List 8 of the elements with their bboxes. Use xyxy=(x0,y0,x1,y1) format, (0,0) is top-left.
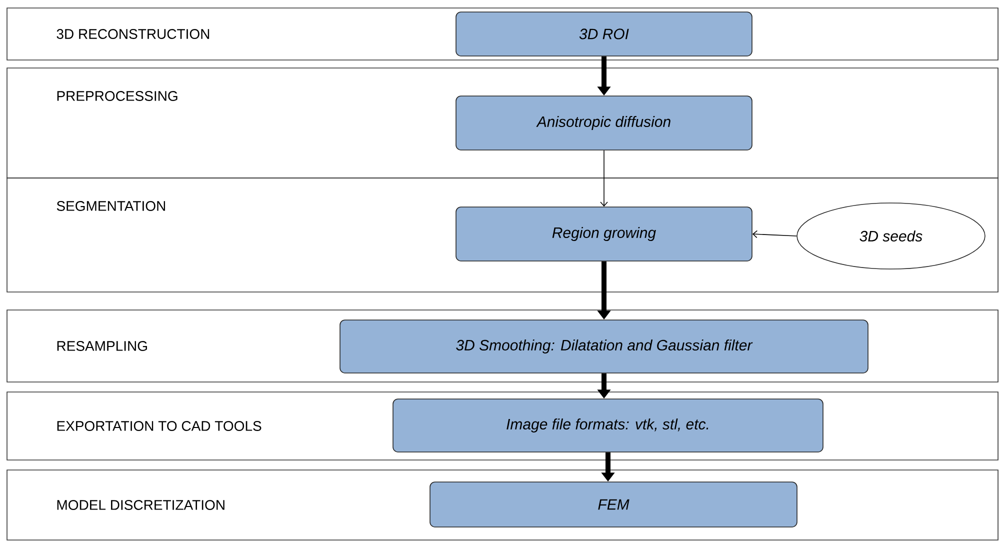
process-box: Anisotropic diffusion xyxy=(456,96,752,150)
process-box: 3D Smoothing: Dilatation and Gaussian filter xyxy=(340,320,868,374)
process-box: Image file formats: vtk, stl, etc. xyxy=(392,398,824,452)
process-box: 3D ROI xyxy=(456,12,752,56)
arrow xyxy=(600,150,608,207)
process-box: Region growing xyxy=(456,206,752,262)
arrow xyxy=(752,230,797,238)
process-box: FEM xyxy=(430,482,798,528)
